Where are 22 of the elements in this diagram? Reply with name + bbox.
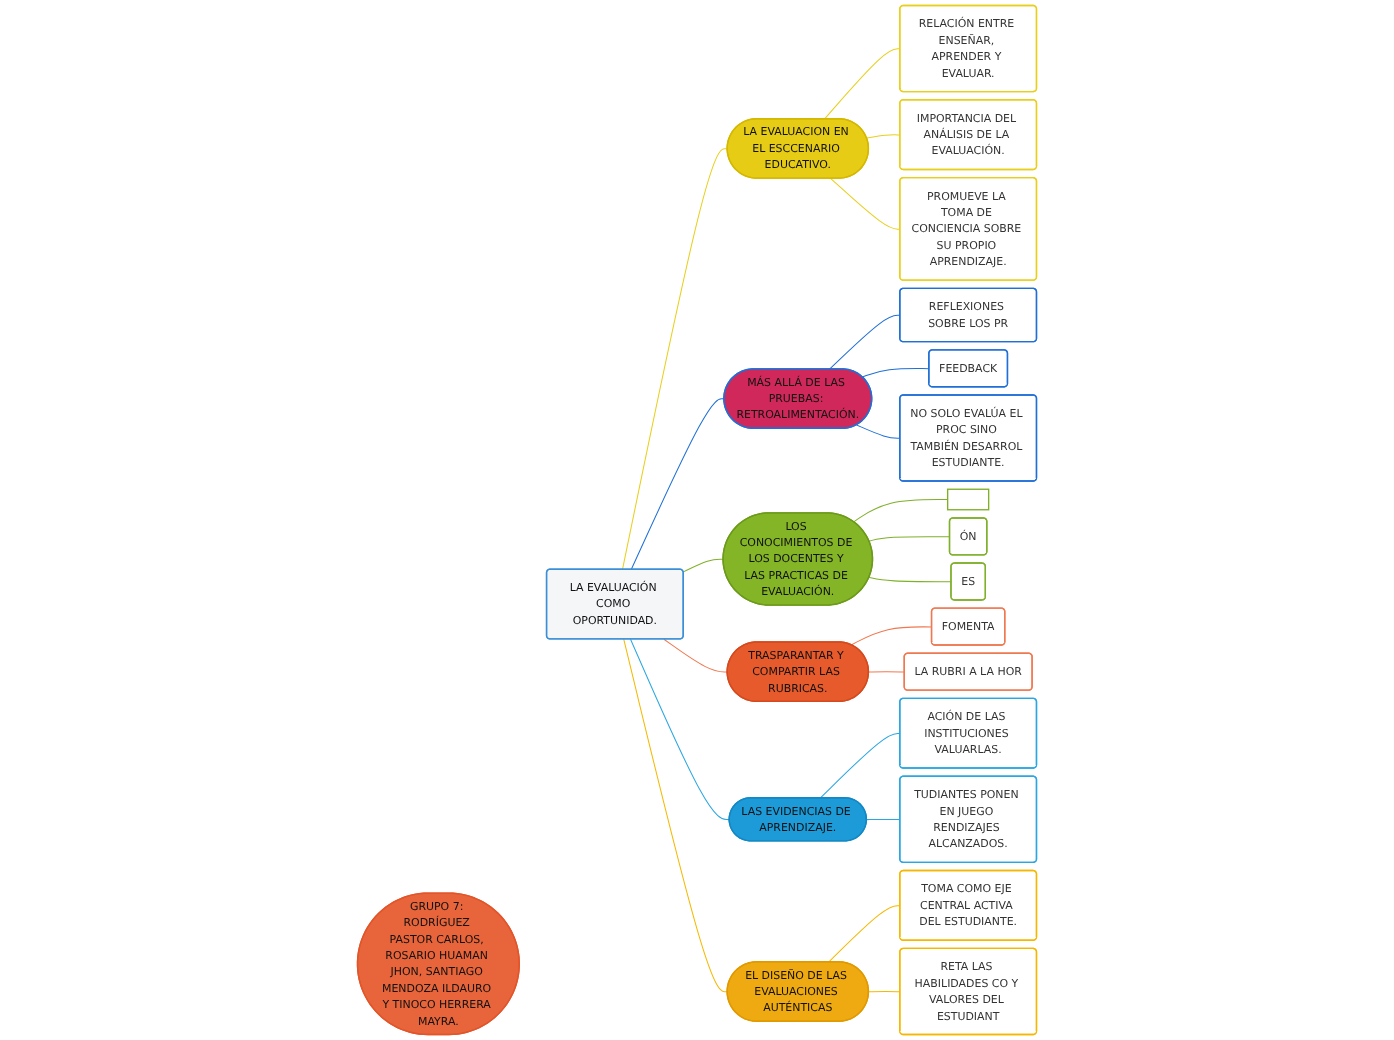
connector [823,48,901,120]
connector [866,818,901,821]
connector [868,991,901,993]
connector [868,576,952,583]
connector [866,134,901,139]
connector [621,148,728,571]
connector [850,626,933,646]
connector [829,314,901,370]
connector [623,638,728,993]
connector [663,638,728,673]
connector [861,368,930,378]
connector [828,905,901,963]
connector [630,638,731,821]
connector [868,671,906,673]
connector [819,732,901,799]
connector [856,424,901,439]
connector [853,499,949,523]
connector [830,178,901,230]
node-box [946,488,990,511]
connector [630,398,725,571]
connector [682,558,724,573]
connector [868,536,951,542]
